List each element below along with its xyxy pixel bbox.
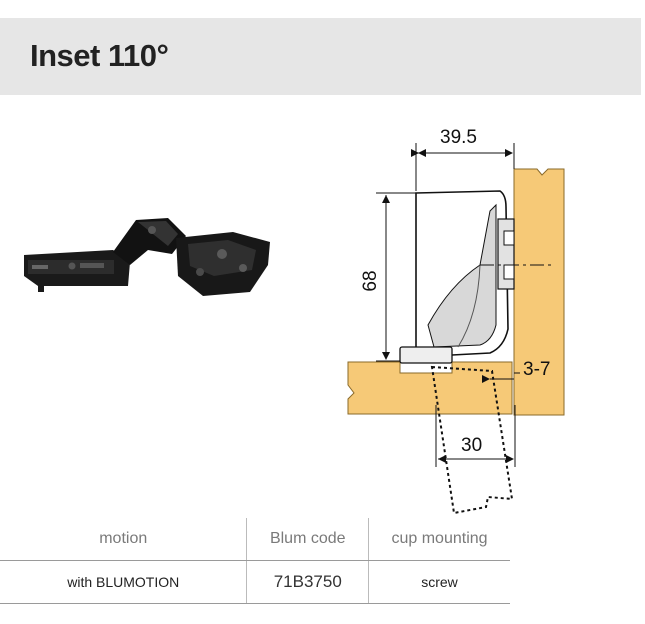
cell-motion: with BLUMOTION bbox=[0, 560, 247, 604]
table-row: with BLUMOTION 71B3750 screw bbox=[0, 560, 510, 604]
page-title: Inset 110° bbox=[30, 38, 169, 73]
column-header-blum-code: Blum code bbox=[246, 518, 369, 561]
cell-blum-code: 71B3750 bbox=[246, 560, 369, 604]
dim-cup-label: 30 bbox=[461, 435, 482, 456]
dim-height-label: 68 bbox=[360, 270, 381, 291]
column-header-cup-mounting: cup mounting bbox=[368, 518, 510, 561]
cell-cup-mounting: screw bbox=[368, 560, 510, 604]
cup-drilling-outline bbox=[430, 365, 514, 515]
table-header-row: motion Blum code cup mounting bbox=[0, 518, 510, 561]
dim-offset-label: 3-7 bbox=[523, 359, 550, 380]
column-header-motion: motion bbox=[0, 518, 247, 561]
door-panel bbox=[347, 361, 513, 415]
technical-drawing: 39.5 68 3-7 30 bbox=[347, 127, 565, 515]
hinge-photo bbox=[24, 218, 270, 296]
dim-width-label: 39.5 bbox=[440, 127, 477, 148]
title-banner: Inset 110° bbox=[0, 18, 641, 95]
spec-table: motion Blum code cup mounting with BLUMO… bbox=[0, 518, 510, 604]
cabinet-side-panel bbox=[513, 168, 565, 416]
